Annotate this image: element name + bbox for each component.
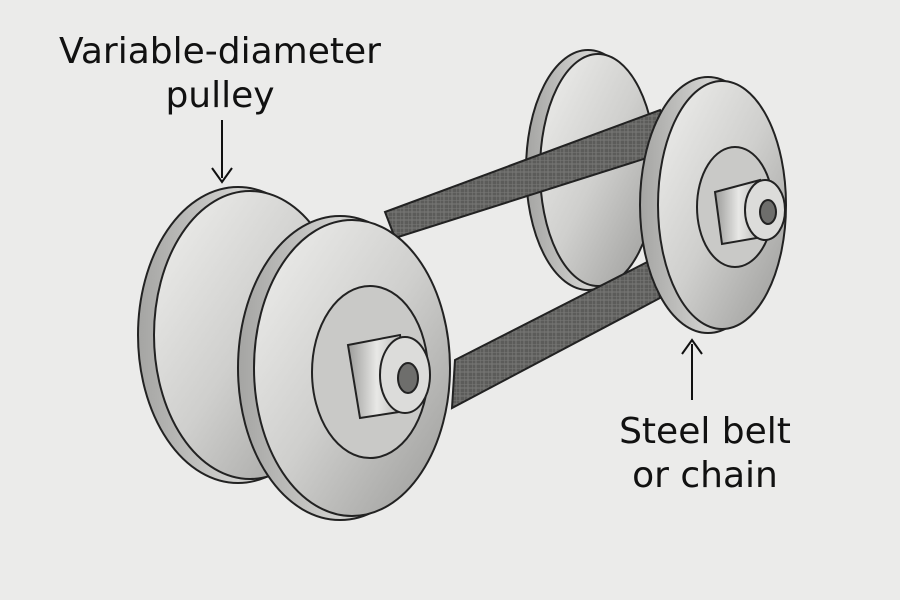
belt-arrow bbox=[681, 338, 703, 400]
left-pulley-hub bbox=[346, 333, 431, 420]
right-pulley-hub bbox=[713, 178, 786, 246]
pulley-label: Variable-diameter pulley bbox=[40, 30, 400, 118]
pulley-label-line2: pulley bbox=[165, 75, 275, 116]
belt-label-line2: or chain bbox=[632, 455, 778, 496]
belt-label: Steel belt or chain bbox=[580, 410, 830, 498]
left-pulley-front-disk bbox=[237, 215, 451, 521]
lower-belt bbox=[450, 256, 662, 410]
pulley-label-line1: Variable-diameter bbox=[59, 31, 381, 72]
pulley-arrow bbox=[211, 120, 233, 184]
belt-label-line1: Steel belt bbox=[619, 411, 791, 452]
